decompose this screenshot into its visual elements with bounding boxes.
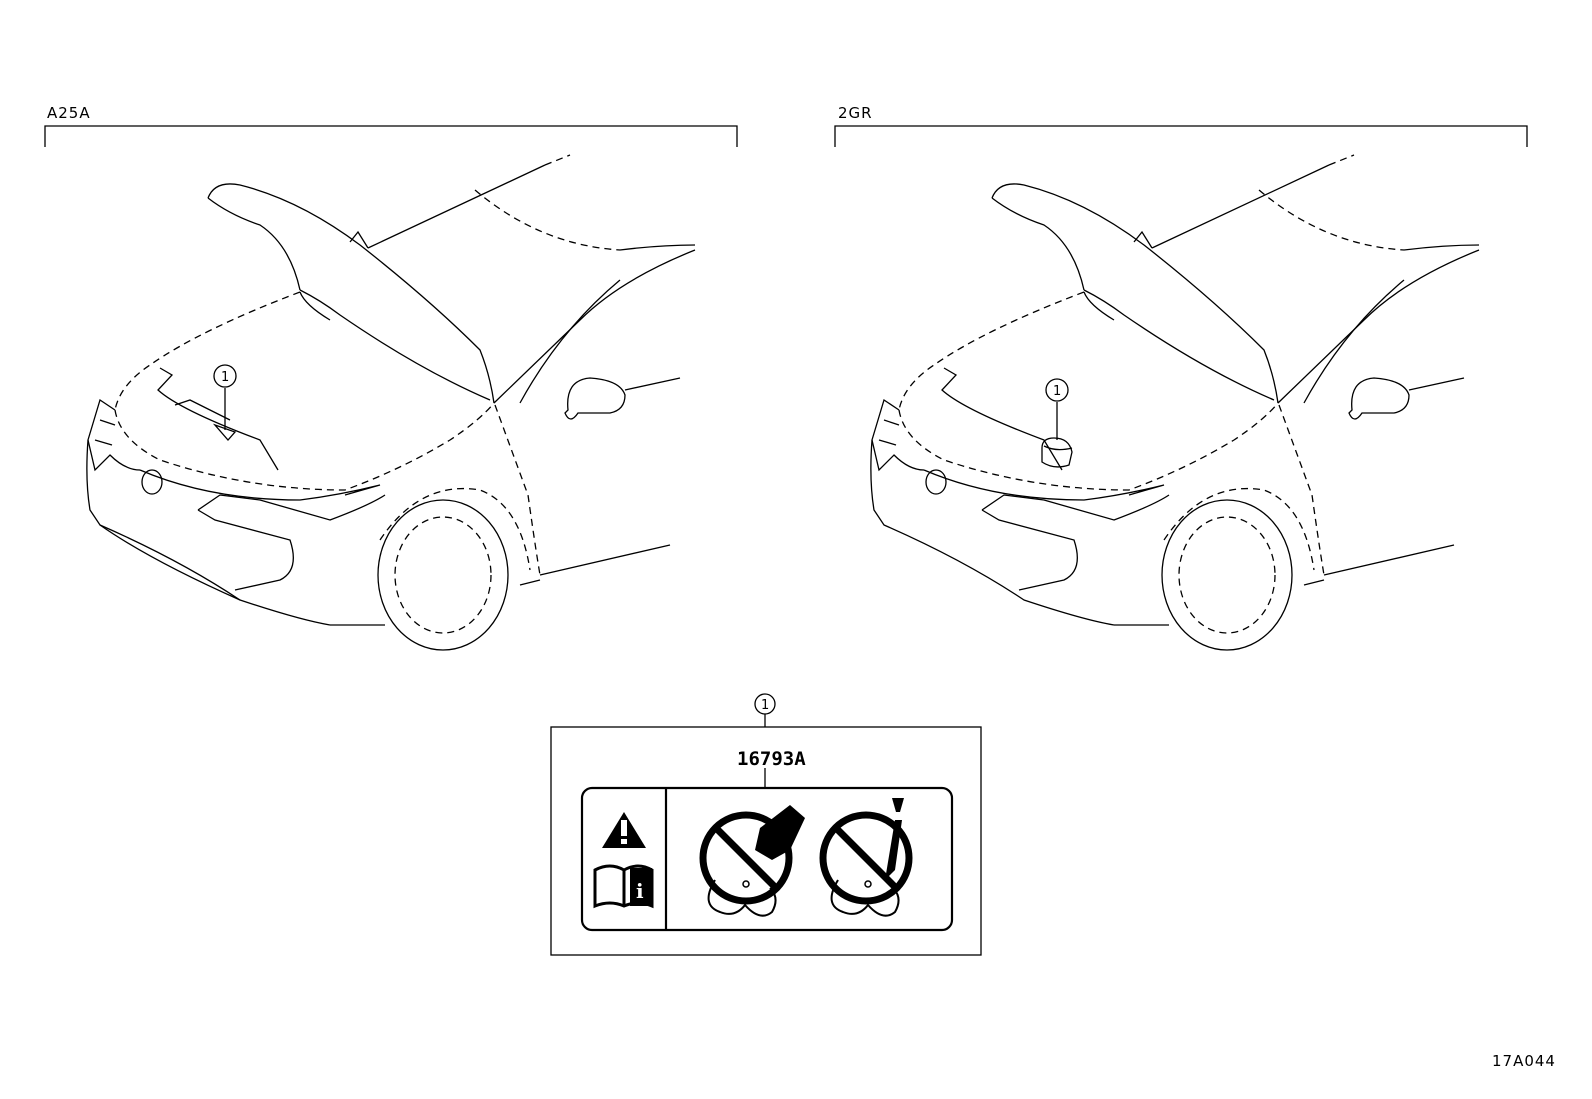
warning-triangle-icon (602, 812, 646, 848)
callout-1-2gr: 1 (1053, 384, 1061, 399)
callout-1-detail: 1 (761, 698, 769, 713)
engine-label-2gr: 2GR (838, 104, 873, 122)
car-drawing-2gr (870, 154, 1480, 651)
bracket-a25a (44, 125, 738, 147)
car-drawing-a25a (86, 154, 696, 651)
svg-text:i: i (636, 879, 644, 903)
callout-1-a25a: 1 (221, 370, 229, 385)
figure-id: 17A044 (1492, 1052, 1556, 1070)
bracket-2gr (834, 125, 1528, 147)
no-tool-in-fan-icon (819, 798, 913, 917)
manual-info-icon: i (593, 864, 654, 909)
no-hand-in-fan-icon (699, 805, 805, 917)
part-number: 16793A (737, 748, 806, 770)
label-detail-box (550, 693, 982, 956)
engine-label-a25a: A25A (47, 104, 91, 122)
